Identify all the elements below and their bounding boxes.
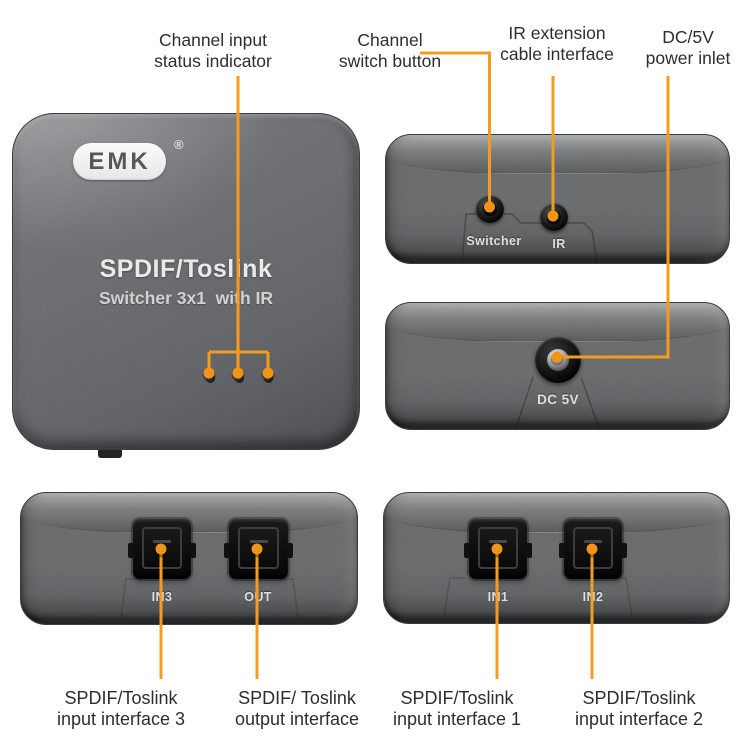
callout-line: output interface [234,709,360,729]
callout-input-3: SPDIF/Toslink input interface 3 [57,688,185,730]
device-front-view: EMK ® SPDIF/Toslink Switcher 3x1 with IR [12,113,360,450]
port-label-in1: IN1 [487,590,509,604]
toslink-notch [153,540,171,543]
callout-line: Channel input [158,30,267,50]
callout-input-2: SPDIF/Toslink input interface 2 [575,688,703,730]
port-label-in3: IN3 [151,590,173,604]
texture-overlay [384,493,729,623]
callout-line: SPDIF/Toslink [64,688,178,708]
callout-line: power inlet [645,48,731,68]
toslink-flange [559,543,565,558]
toslink-notch [489,540,507,543]
toslink-notch [249,540,268,543]
toslink-flange [224,543,230,558]
callout-line: cable interface [500,44,614,64]
ir-extension-port [540,203,568,231]
callout-line: SPDIF/Toslink [582,688,696,708]
port-label-switcher: Switcher [466,234,522,248]
channel-switch-button [476,195,504,223]
callout-input-1: SPDIF/Toslink input interface 1 [393,688,521,730]
toslink-flange [526,543,532,558]
callout-line: IR extension [508,23,606,43]
front-panel-subtitle: Switcher 3x1 with IR [98,288,274,308]
callout-line: SPDIF/ Toslink [238,688,356,708]
toslink-inner [573,527,613,569]
callout-line: Channel [357,30,423,50]
callout-line: DC/5V [662,27,714,47]
callout-dc-power: DC/5V power inlet [646,27,731,69]
toslink-flange [128,543,134,558]
callout-line: input interface 1 [392,709,522,729]
device-in3-out-edge-view: IN3 OUT [20,492,358,625]
status-led-3 [264,374,273,383]
toslink-flange [190,543,196,558]
dc-power-port [535,337,581,383]
callout-line: status indicator [154,51,272,71]
callout-channel-switch: Channel switch button [339,30,441,72]
brand-logo: EMK [73,143,166,180]
registered-trademark-icon: ® [174,137,184,152]
toslink-inner [478,527,518,569]
toslink-port-in3 [128,519,196,579]
toslink-port-in1 [464,519,532,579]
status-led-2 [235,374,244,383]
callout-line: input interface 2 [574,709,704,729]
port-label-dc5v: DC 5V [537,392,579,407]
callout-status-indicator: Channel input status indicator [154,30,272,72]
callout-line: SPDIF/Toslink [400,688,514,708]
toslink-notch [584,540,602,543]
port-label-out: OUT [244,590,272,604]
callout-line: input interface 3 [56,709,186,729]
toslink-inner [238,527,279,569]
status-led-1 [206,374,215,383]
device-top-edge-view: Switcher IR [385,134,730,264]
device-power-edge-view: DC 5V [385,302,730,430]
toslink-port-out [224,519,293,579]
port-label-ir: IR [552,237,566,251]
brand-logo-text: EMK [88,147,151,175]
callout-line: switch button [338,51,442,71]
port-label-in2: IN2 [582,590,604,604]
toslink-flange [464,543,470,558]
toslink-flange [287,543,293,558]
toslink-port-in2 [559,519,627,579]
toslink-inner [142,527,182,569]
device-in1-in2-edge-view: IN1 IN2 [383,492,730,624]
callout-ir-extension: IR extension cable interface [500,23,614,65]
front-panel-title: SPDIF/Toslink [99,255,273,283]
toslink-flange [621,543,627,558]
callout-output: SPDIF/ Toslink output interface [235,688,359,730]
